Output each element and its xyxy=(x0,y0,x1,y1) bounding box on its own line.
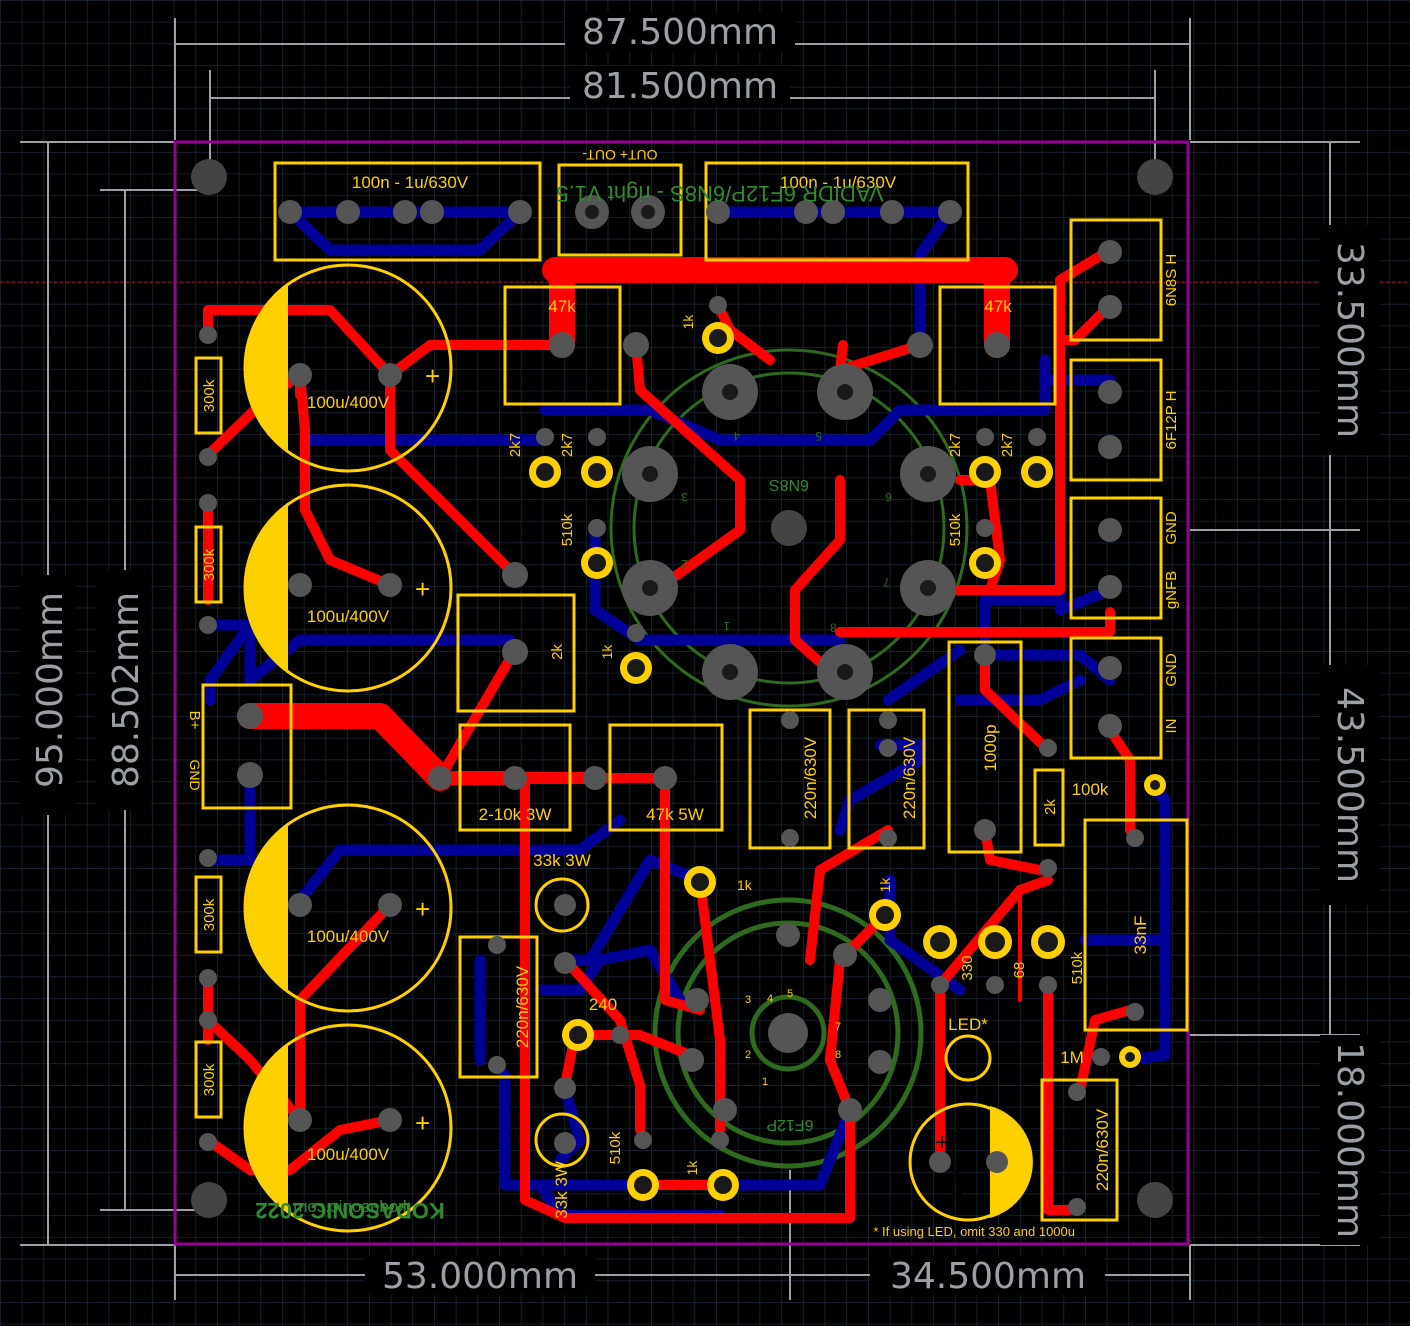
dim-width-inner: 81.500mm xyxy=(582,66,778,107)
dim-width-total: 87.500mm xyxy=(582,12,778,53)
label-plus-2: + xyxy=(415,574,430,604)
dim-right-top: 33.500mm xyxy=(1329,242,1370,438)
label-r510k-4: 510k xyxy=(1069,951,1086,984)
label-c220n-4: 220n/630V xyxy=(1093,1108,1112,1191)
label-r300k-4: 300k xyxy=(201,1063,218,1096)
label-r47k-left: 47k xyxy=(548,297,576,316)
pads xyxy=(199,195,1166,1216)
label-r33k3w-2: 33k 3W xyxy=(552,1161,571,1219)
tube-socket-6n8s[interactable] xyxy=(609,348,969,708)
label-cap-film-left: 100n - 1u/630V xyxy=(352,173,469,192)
label-r2-10k: 2-10k 3W xyxy=(479,805,552,824)
label-bplus: B+ xyxy=(186,711,203,730)
pin-2-label: 2 xyxy=(681,557,688,571)
label-c220n-3: 220n/630V xyxy=(513,965,532,1048)
dim-right-bot: 18.000mm xyxy=(1329,1042,1370,1238)
brand-mirrored: KODASONIC 2022 xyxy=(255,1198,445,1223)
label-c220n-1: 220n/630V xyxy=(801,736,820,819)
dim-right-mid: 43.500mm xyxy=(1329,687,1370,883)
silkscreen-outlines xyxy=(194,161,1189,1233)
mounting-holes xyxy=(191,159,1173,1218)
label-r1k-low-2: 1k xyxy=(877,877,893,893)
label-r510k-2: 510k xyxy=(947,513,964,546)
elcap-polarity-fills xyxy=(245,285,1033,1218)
socket-pin-3: 3 xyxy=(745,994,751,1006)
label-r2k7-1: 2k7 xyxy=(507,433,524,457)
label-c1000p: 1000p xyxy=(981,724,1000,771)
label-led-note: * If using LED, omit 330 and 1000u xyxy=(873,1224,1075,1239)
label-r300k-2: 300k xyxy=(201,548,218,581)
label-c33nf: 33nF xyxy=(1131,916,1150,955)
label-r510k-3: 510k xyxy=(607,1131,624,1164)
tube-6f12p-label: 6F12P xyxy=(766,1116,813,1133)
label-r2k-right: 2k xyxy=(1042,799,1059,815)
dim-height-inner: 88.502mm xyxy=(106,592,147,788)
pin-3-label: 3 xyxy=(681,490,688,504)
label-conn-in: IN xyxy=(1163,719,1180,734)
label-r2k: 2k xyxy=(549,644,566,660)
label-cap-film-right: 100n - 1u/630V xyxy=(780,173,897,192)
socket-pin-5: 5 xyxy=(787,988,793,1000)
dimension-label-backgrounds xyxy=(20,12,1380,1295)
socket-pin-4: 4 xyxy=(767,993,773,1005)
label-c1000u: 1000u 16V xyxy=(949,1126,966,1199)
pin-5-label: 5 xyxy=(815,429,822,443)
label-r100k: 100k xyxy=(1072,780,1109,799)
label-elcap-1: 100u/400V xyxy=(307,393,390,412)
label-r47k5w: 47k 5W xyxy=(646,805,704,824)
label-r33k3w-1: 33k 3W xyxy=(533,851,591,870)
label-r510k-1: 510k xyxy=(559,513,576,546)
label-elcap-3: 100u/400V xyxy=(307,927,390,946)
dim-bottom-left: 53.000mm xyxy=(382,1256,578,1297)
label-r330: 330 xyxy=(959,955,976,980)
label-plus-3: + xyxy=(415,894,430,924)
board-outline xyxy=(173,140,1190,1246)
label-r240: 240 xyxy=(589,995,617,1014)
label-conn-6n8s-h: 6N8S H xyxy=(1163,254,1180,307)
label-c220n-2: 220n/630V xyxy=(900,736,919,819)
board-title-mirrored: VADIDR 6F12P/6N8S - right V1.5 xyxy=(556,181,883,206)
label-conn-6f12p-h: 6F12P H xyxy=(1163,391,1180,450)
label-r1k-low-3: 1k xyxy=(684,1160,700,1176)
label-plus-4: + xyxy=(415,1108,430,1138)
label-conn-gnd-1: GND xyxy=(1163,511,1180,545)
label-plus-c1000u: + xyxy=(935,1129,949,1156)
pin-7-label: 7 xyxy=(883,575,890,589)
tube-center-pin xyxy=(768,1013,808,1053)
label-conn-gnfb: gNFB xyxy=(1163,571,1180,609)
pin-8-label: 8 xyxy=(830,621,837,635)
pin-4-label: 4 xyxy=(733,429,740,443)
label-plus-1: + xyxy=(425,361,440,391)
label-out-connector: OUT+ OUT- xyxy=(582,147,657,163)
dim-height-total: 95.000mm xyxy=(30,592,71,788)
label-r1k-low-1: 1k xyxy=(737,877,753,893)
socket-pin-1: 1 xyxy=(762,1076,768,1088)
label-r1k-top: 1k xyxy=(680,314,696,330)
label-elcap-4: 100u/400V xyxy=(307,1145,390,1164)
label-r300k-1: 300k xyxy=(201,379,218,412)
dim-bottom-right: 34.500mm xyxy=(890,1256,1086,1297)
socket-pin-7: 7 xyxy=(835,1021,841,1033)
label-r2k7-4: 2k7 xyxy=(999,433,1016,457)
label-r68: 68 xyxy=(1011,962,1028,979)
label-r47k-right: 47k xyxy=(984,297,1012,316)
socket-pin-2: 2 xyxy=(745,1049,751,1061)
tube-6n8s-label: 6N8S xyxy=(769,476,809,493)
label-conn-gnd-2: GND xyxy=(1163,653,1180,687)
socket-pin-8: 8 xyxy=(835,1049,841,1061)
label-elcap-2: 100u/400V xyxy=(307,607,390,626)
label-r300k-3: 300k xyxy=(201,898,218,931)
label-r1m: 1M xyxy=(1060,1048,1084,1067)
label-r2k7-2: 2k7 xyxy=(559,433,576,457)
label-r1k-mid: 1k xyxy=(599,644,615,660)
pin-6-label: 6 xyxy=(885,490,892,504)
pin-1-label: 1 xyxy=(723,619,730,633)
label-r2k7-3: 2k7 xyxy=(947,433,964,457)
website-mirrored: kodasonic.com xyxy=(293,1197,406,1216)
label-led: LED* xyxy=(948,1015,988,1034)
label-gnd-psu: GND xyxy=(187,759,203,790)
